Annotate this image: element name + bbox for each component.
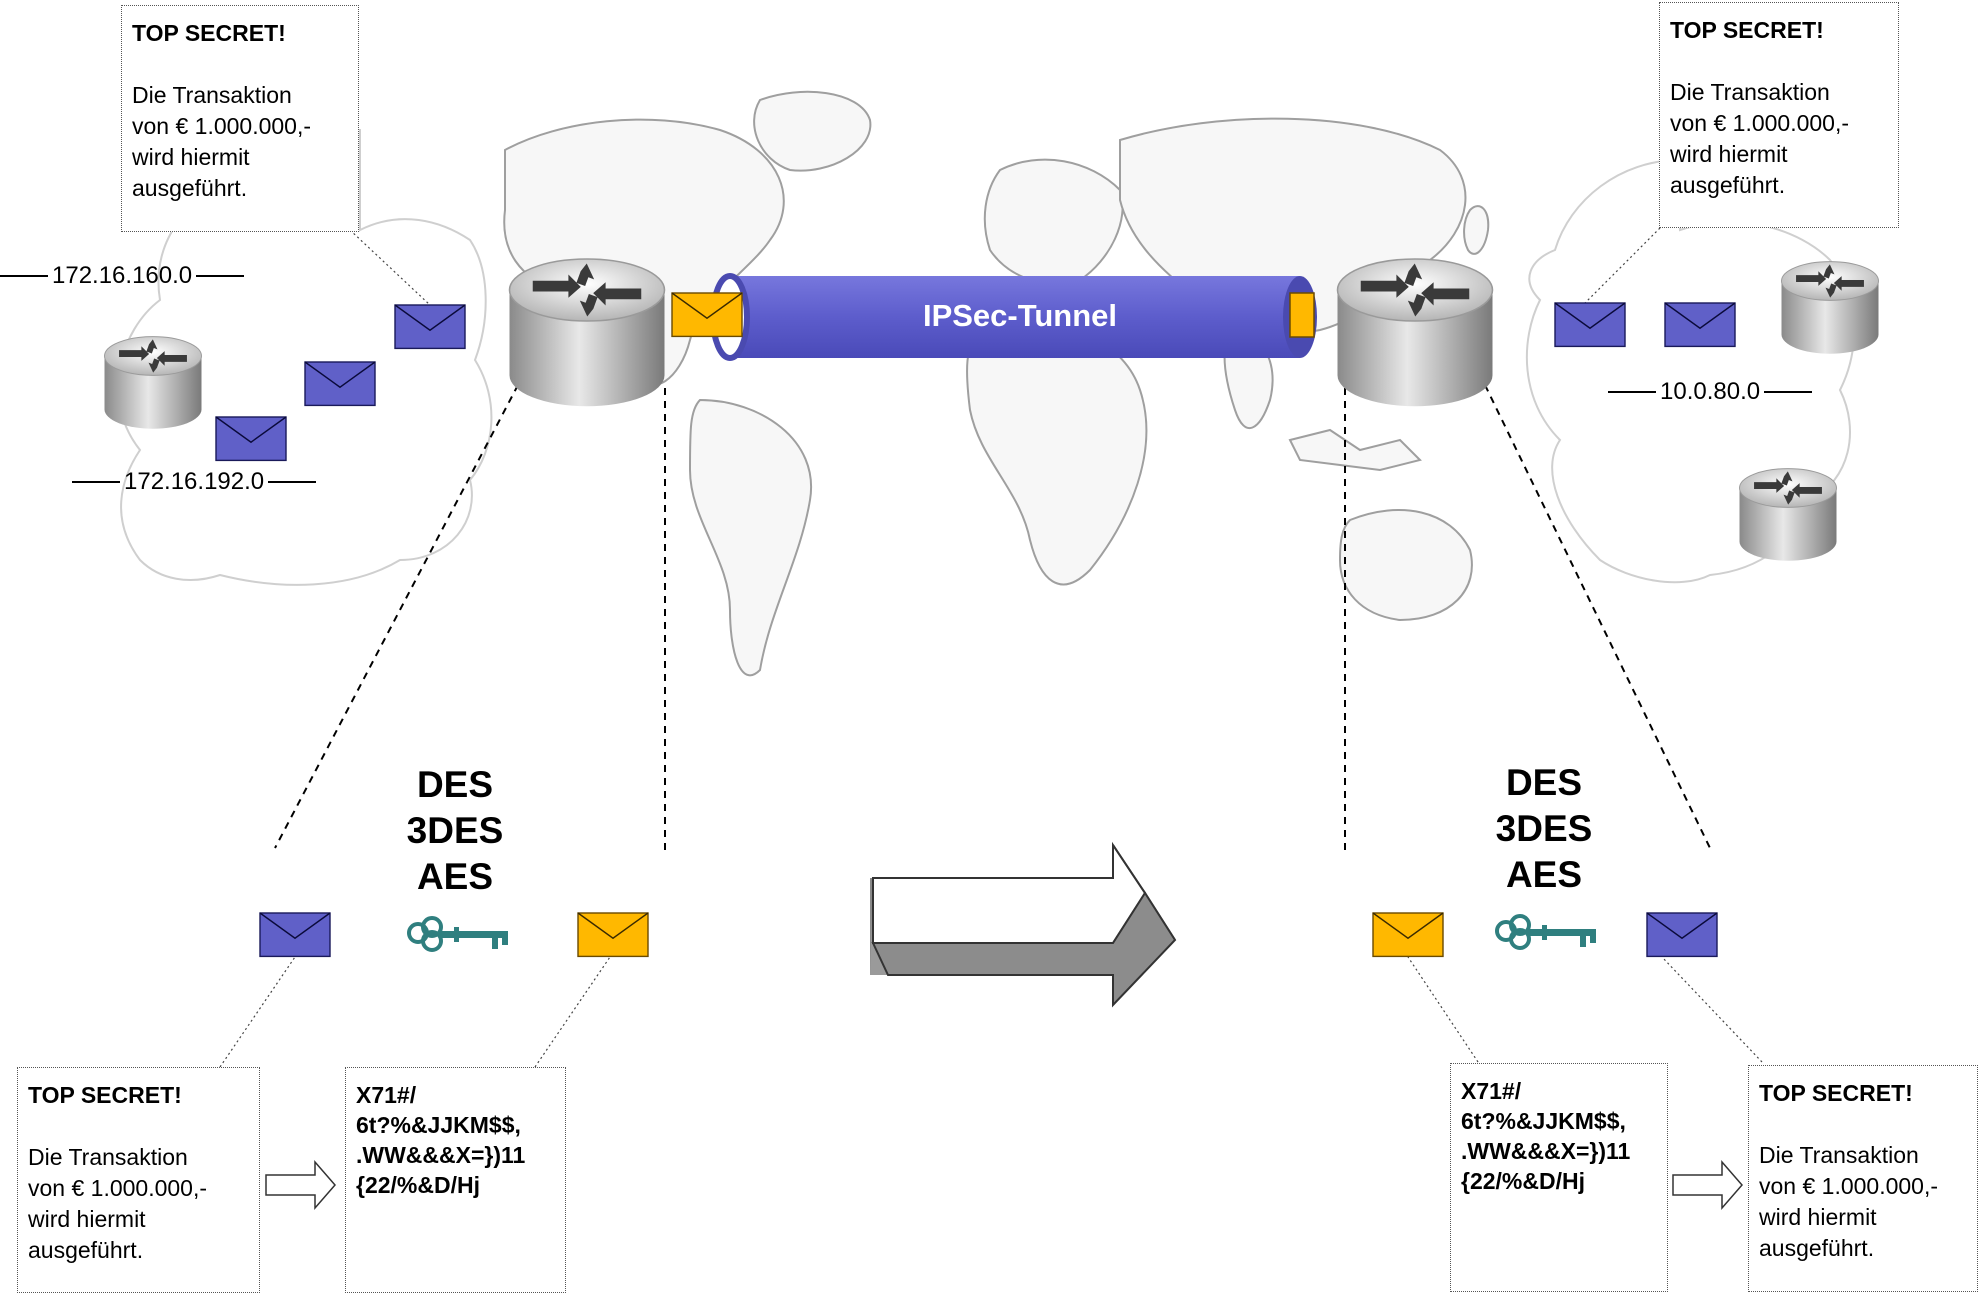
leader-lines (219, 227, 1763, 1068)
tunnel-body (730, 276, 1300, 358)
leader-line-top-left (349, 229, 431, 306)
note-heading: TOP SECRET! (132, 20, 286, 46)
map-australia (1338, 509, 1473, 622)
router-icon (1782, 262, 1879, 354)
key-icon (1495, 914, 1598, 950)
map-greenland (753, 90, 872, 172)
algorithm-3des: 3DES (406, 810, 504, 851)
envelope-icon (577, 912, 649, 958)
envelope-icon (1554, 302, 1626, 348)
algorithm-des: DES (1505, 762, 1583, 803)
algorithm-list-right: DES 3DES AES (1464, 760, 1624, 898)
network-label-right: 10.0.80.0 (1608, 378, 1812, 406)
ciphertext-note-bottom-right: X71#/ 6t?%&JJKM$$, .WW&&&X=})11 {22/%&D/… (1450, 1063, 1668, 1292)
map-europe (983, 158, 1124, 285)
tunnel-label: IPSec-Tunnel (922, 298, 1118, 333)
key-icon (407, 916, 510, 952)
note-heading: TOP SECRET! (1670, 17, 1824, 43)
map-japan (1463, 205, 1490, 255)
envelope-icon (1646, 912, 1718, 958)
envelope-icon (1289, 292, 1315, 338)
router-icon (1740, 469, 1837, 561)
envelope-icon (215, 416, 287, 462)
map-africa (966, 321, 1148, 586)
algorithm-list-left: DES 3DES AES (375, 762, 535, 900)
network-address: 10.0.80.0 (1660, 378, 1761, 405)
zoom-lines (274, 384, 1711, 850)
network-address: 172.16.192.0 (124, 468, 265, 495)
plaintext-note-bottom-left: TOP SECRET! Die Transaktion von € 1.000.… (17, 1067, 260, 1293)
leader-line-bottom-left-plain (219, 956, 296, 1068)
envelope-icon (1664, 302, 1736, 348)
note-body: Die Transaktion von € 1.000.000,- wird h… (1670, 79, 1850, 198)
network-label-left-bottom: 172.16.192.0 (72, 468, 316, 496)
arrow-right-icon (870, 841, 1177, 1008)
note-body: Die Transaktion von € 1.000.000,- wird h… (28, 1144, 208, 1263)
envelope-icon (259, 912, 331, 958)
envelope-icon (394, 304, 466, 350)
algorithm-3des: 3DES (1495, 808, 1593, 849)
map-south-america (688, 398, 813, 677)
algorithm-aes: AES (416, 856, 494, 897)
leader-line-bottom-right-plain (1661, 956, 1763, 1063)
zoom-line-left-outer (274, 384, 519, 849)
envelope-icon (304, 361, 376, 407)
network-label-left-top: 172.16.160.0 (0, 262, 244, 290)
algorithm-aes: AES (1505, 854, 1583, 895)
router-icon (510, 259, 665, 406)
leader-line-top-right (1584, 227, 1661, 304)
note-body: Die Transaktion von € 1.000.000,- wird h… (132, 82, 312, 201)
algorithm-des: DES (416, 764, 494, 805)
leader-line-bottom-right-cipher (1407, 956, 1479, 1063)
map-indonesia (1288, 428, 1422, 472)
envelope-icon (671, 292, 743, 338)
arrow-right-icon (265, 1159, 336, 1211)
leader-line-bottom-left-cipher (534, 956, 611, 1068)
plaintext-note-top-right: TOP SECRET! Die Transaktion von € 1.000.… (1659, 2, 1899, 228)
note-body: Die Transaktion von € 1.000.000,- wird h… (1759, 1142, 1939, 1261)
plaintext-note-bottom-right: TOP SECRET! Die Transaktion von € 1.000.… (1748, 1065, 1978, 1292)
network-address: 172.16.160.0 (52, 262, 193, 289)
plaintext-note-top-left: TOP SECRET! Die Transaktion von € 1.000.… (121, 5, 359, 232)
arrow-right-icon (1672, 1159, 1743, 1211)
router-icon (1338, 259, 1493, 406)
ciphertext-note-bottom-left: X71#/ 6t?%&JJKM$$, .WW&&&X=})11 {22/%&D/… (345, 1067, 566, 1293)
router-icon (105, 337, 202, 429)
envelope-icon (1372, 912, 1444, 958)
note-heading: TOP SECRET! (28, 1082, 182, 1108)
note-heading: TOP SECRET! (1759, 1080, 1913, 1106)
